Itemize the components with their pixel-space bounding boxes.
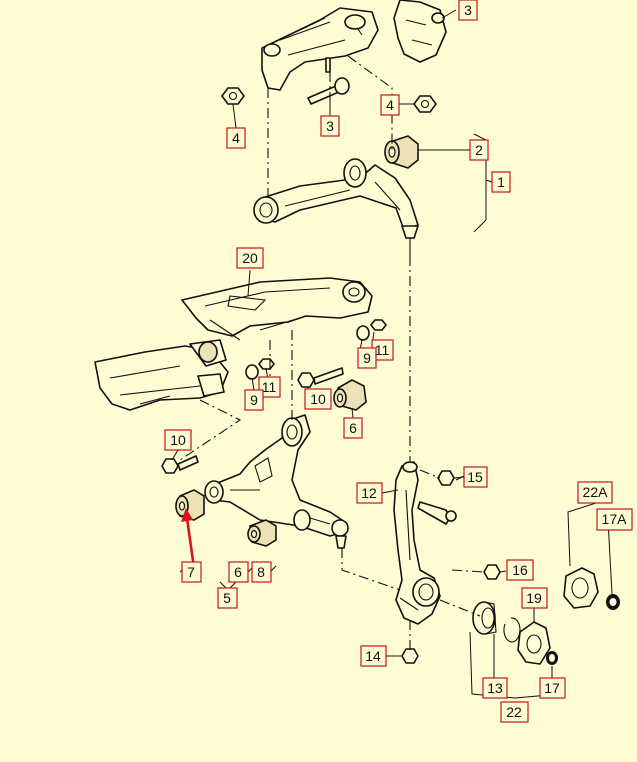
nut-4-left (221, 87, 245, 105)
callout-8-label: 8 (257, 564, 265, 580)
callout-22A: 22A (577, 481, 613, 504)
callout-17A-label: 17A (602, 511, 628, 527)
callout-11-right-label: 11 (375, 342, 390, 358)
callout-19: 19 (521, 587, 548, 609)
upper-mount-bracket (261, 0, 447, 91)
callout-14-label: 14 (365, 648, 381, 664)
hub-nut-17 (546, 651, 558, 665)
circlip (503, 617, 521, 643)
wheel-hub-19 (517, 621, 551, 665)
callout-3-center-label: 3 (326, 118, 334, 134)
nut-14 (401, 648, 419, 664)
callout-9-left: 9 (244, 389, 264, 411)
callout-11-right: 11 (371, 339, 394, 361)
callout-3-top-label: 3 (464, 2, 472, 18)
callout-8: 8 (251, 561, 272, 583)
highlight-arrow (181, 508, 196, 569)
bolt-10-center (297, 367, 344, 388)
bolt-10-left (161, 455, 199, 474)
wheel-hub-22A (563, 567, 599, 609)
callout-6-lower-label: 6 (234, 564, 242, 580)
wheel-bearing-13 (472, 601, 497, 635)
callout-9-left-label: 9 (250, 392, 258, 408)
callout-22A-label: 22A (583, 484, 609, 500)
callout-6-upper-label: 6 (349, 420, 357, 436)
washer-nut-11-left (245, 358, 275, 380)
upper-control-arm (253, 158, 419, 256)
bolt-3-center (307, 77, 350, 105)
hub-nut-17A (606, 594, 620, 610)
callout-11-left: 11 (258, 376, 281, 398)
callout-16: 16 (506, 559, 534, 581)
callout-20-label: 20 (242, 250, 258, 266)
bush-8 (247, 519, 277, 547)
callout-4-left: 4 (226, 127, 246, 149)
callout-15: 15 (463, 466, 488, 488)
callout-17: 17 (539, 677, 566, 699)
callout-17-label: 17 (544, 680, 560, 696)
callout-1-label: 1 (497, 174, 505, 190)
callout-10-left: 10 (164, 429, 192, 451)
callout-6-upper: 6 (343, 417, 363, 439)
callout-3-top: 3 (458, 0, 478, 21)
callout-5-label: 5 (223, 590, 231, 606)
callout-12: 12 (356, 482, 383, 504)
assembly-lines (179, 55, 485, 650)
callout-20: 20 (236, 247, 264, 269)
lower-control-arm (204, 414, 349, 549)
wheel-bearing-housing (393, 461, 441, 625)
callout-22: 22 (500, 701, 529, 723)
washer-nut-11-right (356, 319, 387, 341)
callout-10-left-label: 10 (170, 432, 186, 448)
callout-2-label: 2 (475, 142, 483, 158)
callout-10-center-label: 10 (310, 391, 326, 407)
callout-5: 5 (217, 587, 238, 609)
callout-7: 7 (181, 561, 202, 583)
callout-22-label: 22 (506, 704, 522, 720)
bush-2 (384, 135, 419, 169)
callout-4-right-label: 4 (386, 97, 394, 113)
subframe (94, 277, 373, 411)
callout-4-right: 4 (380, 94, 400, 116)
callout-16-label: 16 (512, 562, 528, 578)
callout-13-label: 13 (487, 680, 503, 696)
nut-4-right (413, 95, 437, 113)
callout-3-center: 3 (320, 115, 340, 137)
callout-12-label: 12 (361, 485, 377, 501)
callout-19-label: 19 (526, 590, 542, 606)
callout-6-lower: 6 (228, 561, 249, 583)
track-rod-end (417, 501, 457, 525)
callout-9-right: 9 (357, 347, 377, 369)
callout-14: 14 (360, 645, 387, 667)
callout-1: 1 (491, 171, 511, 193)
callout-2: 2 (469, 139, 489, 161)
callout-9-right-label: 9 (363, 350, 371, 366)
callout-11-left-label: 11 (262, 379, 277, 395)
nut-15 (437, 470, 455, 486)
callout-13: 13 (482, 677, 508, 699)
callout-4-left-label: 4 (232, 130, 240, 146)
callout-17A: 17A (596, 508, 633, 531)
nut-16 (483, 564, 501, 580)
bush-6-upper (333, 379, 367, 411)
callout-7-label: 7 (187, 564, 195, 580)
callout-10-center: 10 (304, 388, 332, 410)
callout-15-label: 15 (467, 469, 483, 485)
